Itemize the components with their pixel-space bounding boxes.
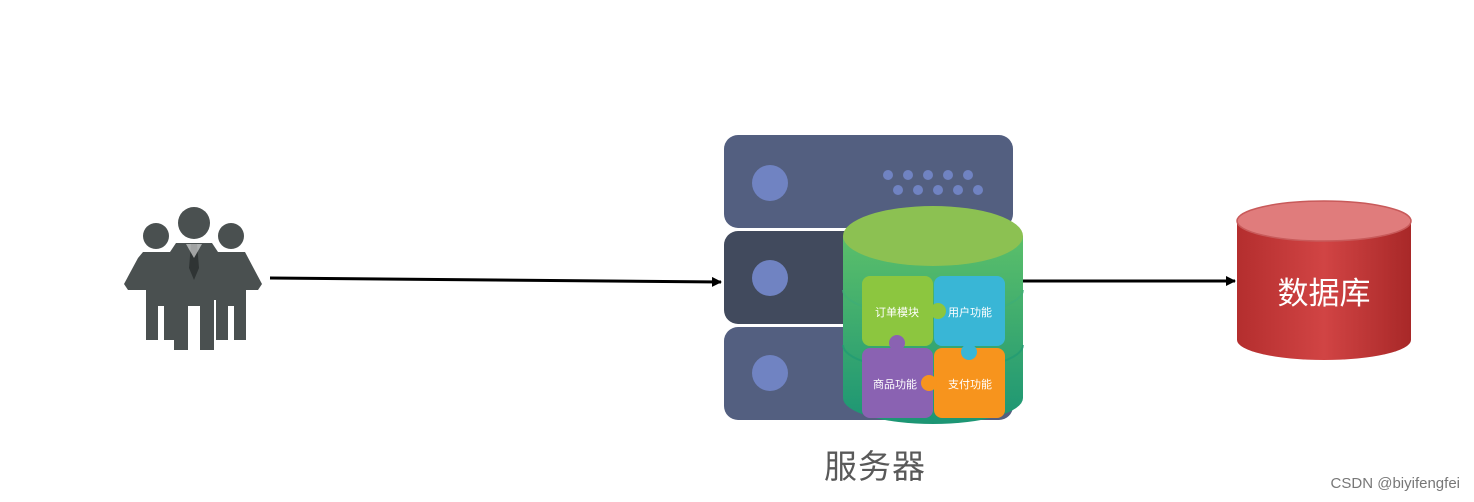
server-label: 服务器: [824, 447, 926, 486]
server-unit-top: [724, 135, 1013, 228]
server-led-icon: [752, 355, 788, 391]
server-led-icon: [752, 260, 788, 296]
server-vent-dots-icon: [883, 170, 983, 195]
module-label-product: 商品功能: [873, 378, 917, 391]
database-label: 数据库: [1277, 276, 1371, 312]
watermark: CSDN @biyifengfei: [1330, 475, 1460, 492]
module-puzzle-icon: [862, 276, 1005, 418]
server-led-icon: [752, 165, 788, 201]
module-label-payment: 支付功能: [948, 378, 992, 391]
arrow-users-to-server: [269, 276, 722, 287]
module-label-order: 订单模块: [875, 306, 919, 319]
database-cylinder-icon: [1236, 200, 1412, 360]
module-label-user: 用户功能: [948, 306, 992, 319]
group-of-people-icon: [124, 207, 262, 350]
